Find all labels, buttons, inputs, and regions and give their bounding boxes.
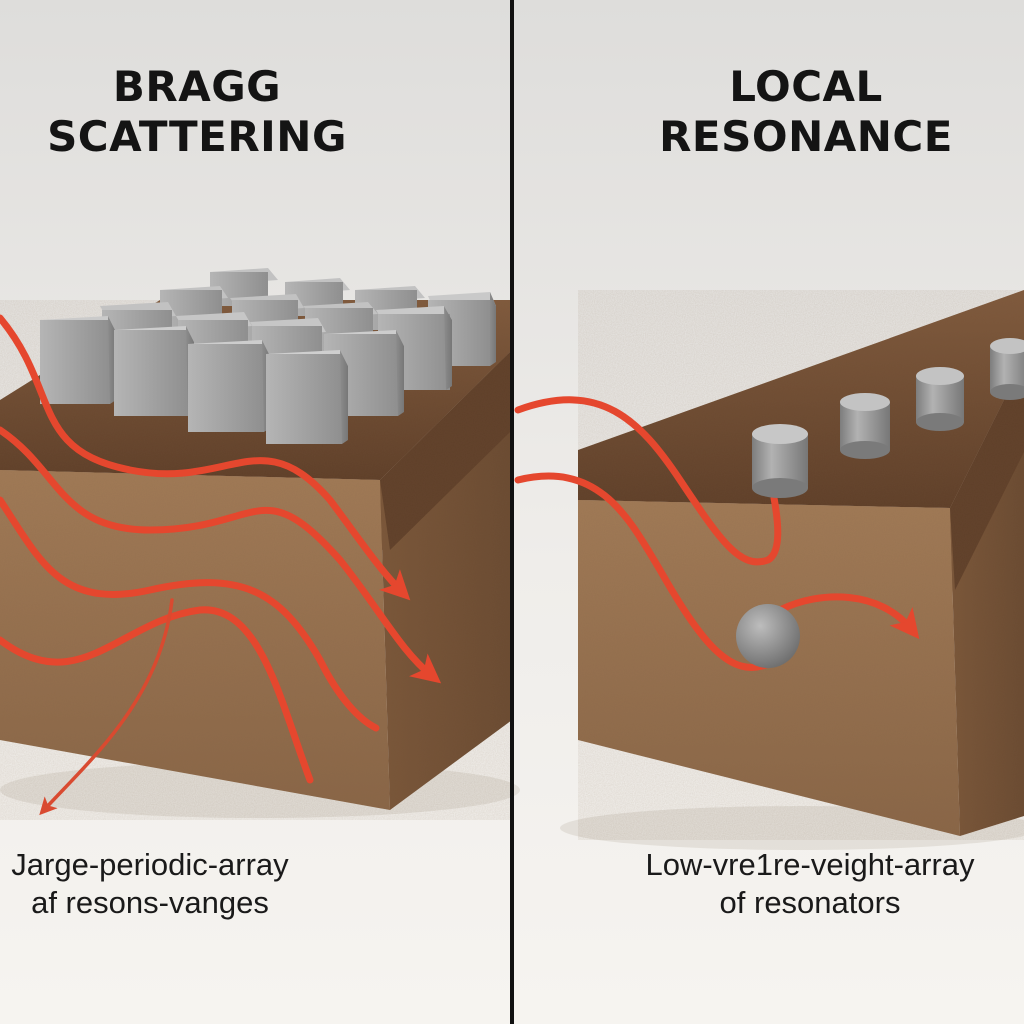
resonance-caption: Low-vre1re-veight-array of resonators bbox=[630, 846, 990, 922]
cylinder-resonator-icon bbox=[916, 367, 964, 431]
bragg-scattering-title: BRAGG SCATTERING bbox=[0, 62, 394, 162]
bragg-caption: Jarge-periodic-array af resons-vanges bbox=[0, 846, 300, 922]
seismic-wave-arrow-icon bbox=[514, 396, 782, 566]
caption-line: Jarge-periodic-array bbox=[11, 847, 289, 882]
bragg-wave-paths bbox=[0, 314, 442, 784]
cylinder-resonator-icon bbox=[990, 338, 1024, 400]
concrete-block-icon bbox=[188, 340, 270, 432]
concrete-block-icon bbox=[266, 350, 348, 444]
seismic-wave-arrow-icon bbox=[0, 496, 380, 732]
seismic-wave-arrow-icon bbox=[776, 593, 920, 640]
local-resonance-title: LOCAL RESONANCE bbox=[596, 62, 1016, 162]
seismic-wave-arrow-icon bbox=[514, 472, 772, 671]
seismic-wave-arrow-icon bbox=[0, 606, 314, 784]
title-line: SCATTERING bbox=[47, 112, 347, 161]
resonance-wave-paths bbox=[514, 396, 920, 671]
bragg-block-array bbox=[40, 268, 496, 444]
cylinder-resonator-icon bbox=[752, 424, 808, 498]
seismic-wave-arrow-icon bbox=[0, 314, 411, 601]
caption-line: af resons-vanges bbox=[31, 885, 269, 920]
caption-line: Low-vre1re-veight-array bbox=[645, 847, 975, 882]
sphere-resonator-icon bbox=[736, 604, 800, 668]
panel-divider bbox=[510, 0, 514, 1024]
seismic-wave-arrow-icon bbox=[0, 426, 442, 684]
title-line: LOCAL bbox=[729, 62, 883, 111]
cylinder-resonator-icon bbox=[840, 393, 890, 459]
title-line: RESONANCE bbox=[659, 112, 953, 161]
concrete-block-icon bbox=[40, 316, 116, 404]
title-line: BRAGG bbox=[112, 62, 282, 111]
scattered-wave-arrow-icon bbox=[39, 598, 174, 816]
caption-line: of resonators bbox=[719, 885, 901, 920]
concrete-block-icon bbox=[114, 326, 194, 416]
resonator-array bbox=[840, 338, 1024, 459]
